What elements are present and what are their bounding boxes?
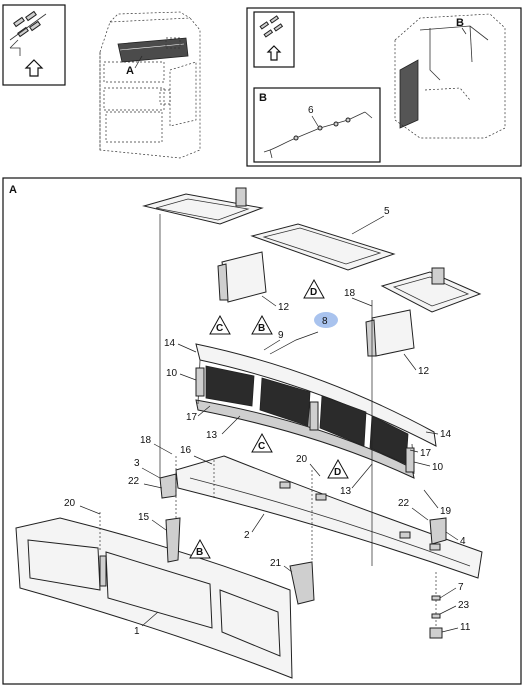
svg-text:14: 14 (164, 338, 176, 349)
bracket-4 (429, 517, 447, 545)
small-icon-box-right (253, 11, 295, 68)
direction-arrow-icon (9, 39, 44, 77)
cover-right (380, 267, 482, 313)
grille-mesh (195, 365, 415, 473)
highlighted-callout-8: 8 (269, 312, 338, 355)
svg-text:10: 10 (166, 368, 178, 379)
svg-text:8: 8 (322, 316, 328, 327)
marker-d-mid: D (327, 458, 349, 479)
truck-front-icon: A (99, 11, 201, 159)
marker-c-mid: C (251, 432, 273, 453)
svg-text:13: 13 (206, 430, 218, 441)
svg-text:D: D (334, 467, 341, 478)
svg-text:1: 1 (134, 626, 140, 637)
svg-text:19: 19 (440, 506, 452, 517)
main-view-label: A (9, 184, 17, 196)
cover-left (142, 187, 264, 225)
cover-center (250, 223, 396, 271)
marker-d-top: D (303, 278, 325, 299)
front-fascia (15, 517, 293, 679)
bracket-3 (159, 473, 177, 499)
svg-text:12: 12 (278, 302, 290, 313)
svg-text:11: 11 (460, 622, 471, 633)
svg-text:17: 17 (186, 412, 198, 423)
svg-text:23: 23 (458, 600, 470, 611)
svg-text:15: 15 (138, 512, 150, 523)
tray (175, 455, 483, 579)
svg-text:13: 13 (340, 486, 352, 497)
callout-labels: 5 18 12 9 12 14 10 17 13 14 17 10 (64, 206, 471, 637)
marker-c-top: C (209, 314, 231, 335)
roof-hatch-highlight (117, 37, 189, 63)
svg-text:12: 12 (418, 366, 430, 377)
overview-label-a: A (126, 65, 134, 77)
main-view-a: A (2, 177, 522, 685)
marker-b-low: B (189, 538, 211, 559)
svg-text:4: 4 (460, 536, 466, 547)
svg-text:2: 2 (244, 530, 250, 541)
guide-lines (99, 214, 373, 566)
bracket-right (365, 309, 415, 357)
svg-text:18: 18 (140, 435, 152, 446)
svg-text:C: C (216, 323, 223, 334)
marker-b-top: B (251, 314, 273, 335)
svg-text:18: 18 (344, 288, 356, 299)
roof-panel-icon (9, 10, 47, 41)
svg-text:22: 22 (398, 498, 410, 509)
svg-text:9: 9 (278, 330, 284, 341)
svg-text:B: B (258, 323, 265, 334)
harness-overview-panel: B B 6 (246, 7, 522, 167)
svg-text:17: 17 (420, 448, 432, 459)
bracket-21 (289, 561, 315, 605)
orientation-icon-box-left (2, 4, 66, 86)
svg-text:22: 22 (128, 476, 140, 487)
cab-rear-icon: B (394, 13, 506, 139)
svg-text:20: 20 (296, 454, 308, 465)
detail-view-b-label: B (259, 92, 267, 104)
svg-text:20: 20 (64, 498, 76, 509)
svg-text:10: 10 (432, 462, 444, 473)
detail-view-b: B 6 (253, 87, 381, 163)
svg-text:21: 21 (270, 558, 282, 569)
callout-6: 6 (308, 105, 314, 116)
svg-text:7: 7 (458, 582, 464, 593)
svg-text:14: 14 (440, 429, 452, 440)
fastener-column-7-23-11 (429, 572, 443, 639)
svg-text:D: D (310, 287, 317, 298)
svg-text:C: C (258, 441, 265, 452)
svg-text:5: 5 (384, 206, 390, 217)
bracket-15 (165, 517, 181, 563)
svg-text:B: B (196, 547, 203, 558)
svg-text:3: 3 (134, 458, 140, 469)
overview-label-b: B (456, 17, 464, 29)
bracket-left (217, 251, 267, 303)
svg-text:16: 16 (180, 445, 192, 456)
